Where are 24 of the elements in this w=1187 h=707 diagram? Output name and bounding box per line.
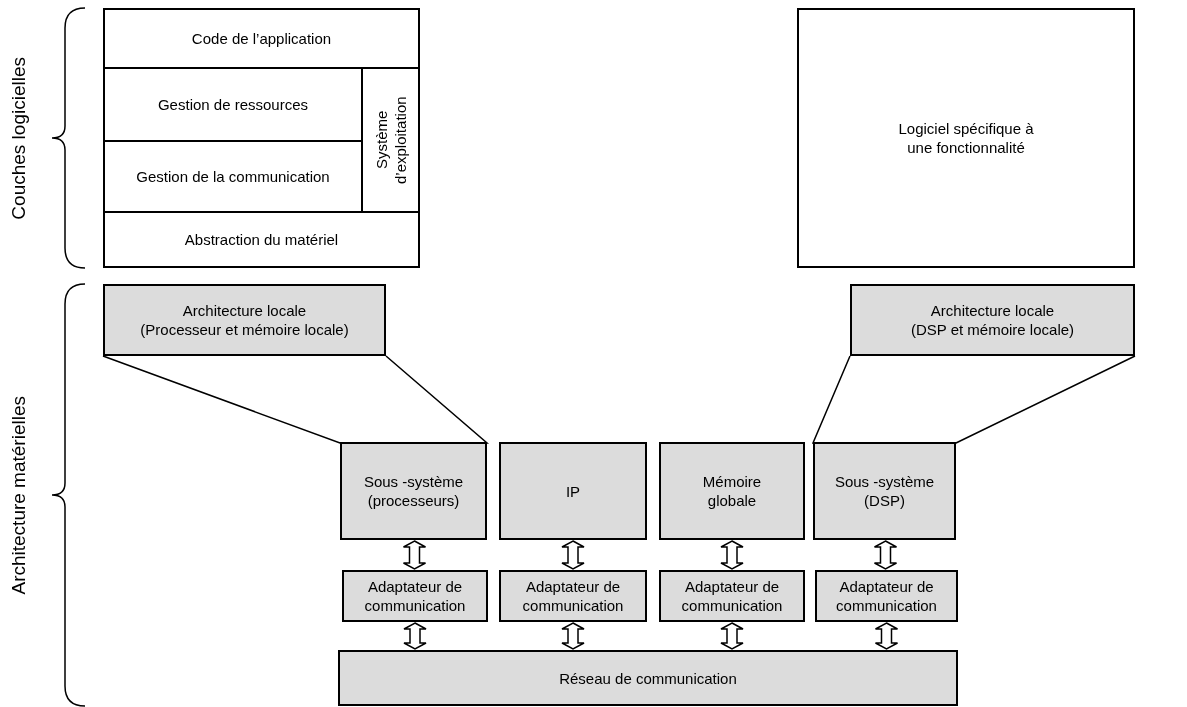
layer-box: Code de l’application	[103, 8, 420, 69]
double-arrow	[403, 622, 427, 650]
hardware-box: Adaptateur de communication	[499, 570, 647, 622]
hardware-box: Sous -système (DSP)	[813, 442, 956, 540]
hardware-box: Réseau de communication	[338, 650, 958, 706]
hardware-box: Sous -système (processeurs)	[340, 442, 487, 540]
hardware-box: Architecture locale (Processeur et mémoire locale)	[103, 284, 386, 356]
double-arrow	[874, 622, 899, 650]
hardware-box: IP	[499, 442, 647, 540]
double-arrow	[561, 622, 585, 650]
hardware-box: Mémoire globale	[659, 442, 805, 540]
double-arrow	[720, 622, 744, 650]
section-label: Couches logicielles	[8, 56, 30, 220]
layer-box: Logiciel spécifique à une fonctionnalité	[797, 8, 1135, 268]
double-arrow	[873, 540, 898, 570]
double-arrow	[402, 540, 427, 570]
double-arrow	[561, 540, 585, 570]
layer-box: Abstraction du matériel	[103, 211, 420, 268]
hardware-box: Adaptateur de communication	[815, 570, 958, 622]
hardware-box: Adaptateur de communication	[659, 570, 805, 622]
hardware-box: Architecture locale (DSP et mémoire locale)	[850, 284, 1135, 356]
hardware-box: Adaptateur de communication	[342, 570, 488, 622]
double-arrow	[720, 540, 744, 570]
section-label: Architecture matérielles	[8, 395, 30, 595]
